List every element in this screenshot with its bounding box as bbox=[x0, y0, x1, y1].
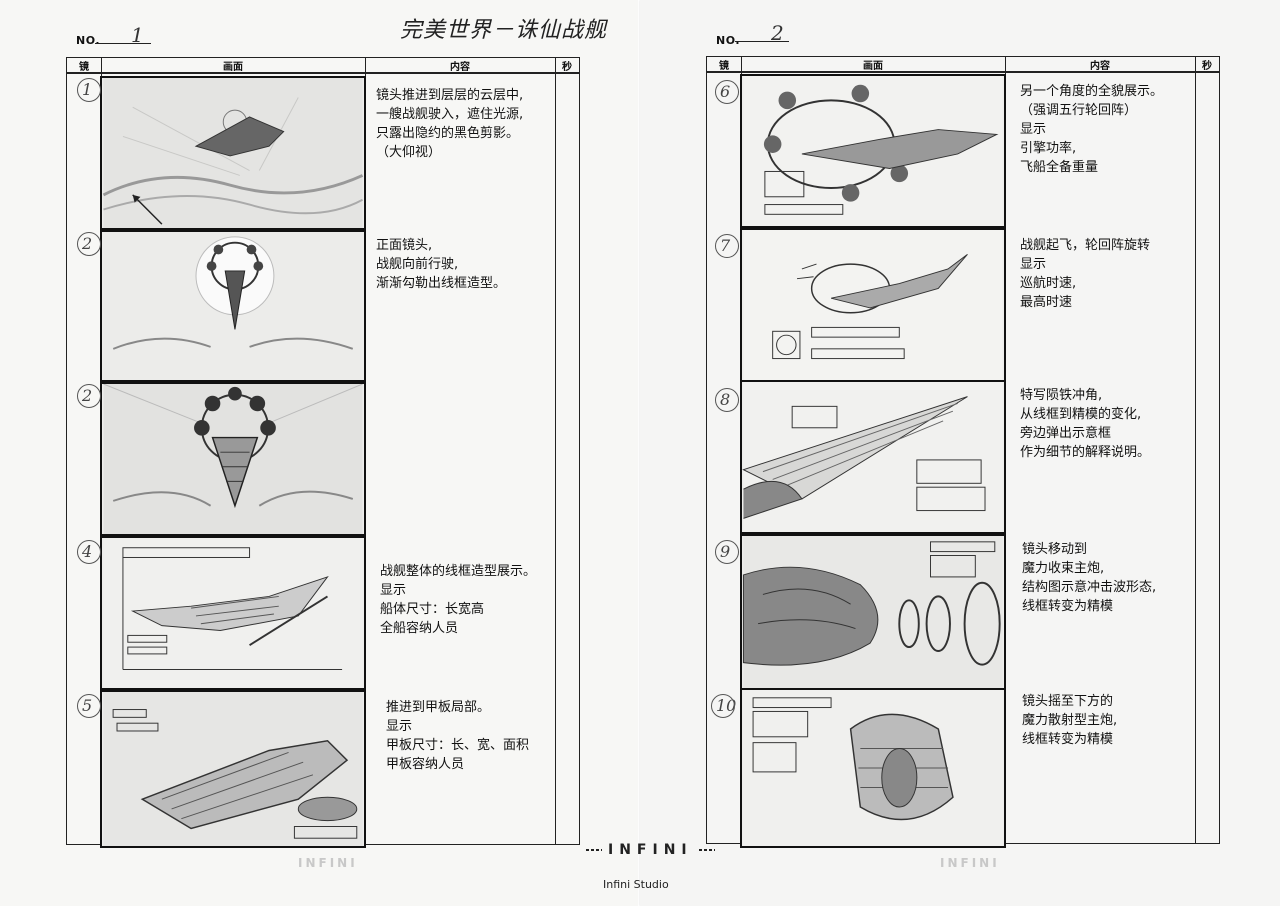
header-image: 画面 bbox=[101, 58, 365, 73]
sheet-number-label: NO. bbox=[716, 34, 740, 47]
shot-1-line: （大仰视） bbox=[376, 145, 442, 160]
watermark-right: INFINI bbox=[940, 856, 1000, 870]
storyboard-panel-3 bbox=[100, 382, 366, 536]
shot-9-line: 魔力收束主炮, bbox=[1022, 561, 1105, 576]
shot-number-10: 10 bbox=[710, 694, 737, 718]
shot-number-3: 2 bbox=[76, 384, 102, 408]
shot-7-line: 显示 bbox=[1020, 257, 1047, 272]
shot-9-line: 结构图示意冲击波形态, bbox=[1022, 580, 1157, 595]
shot-6-line: （强调五行轮回阵） bbox=[1020, 103, 1138, 118]
shot-5-line: 显示 bbox=[386, 719, 413, 734]
shot-2-line: 战舰向前行驶, bbox=[376, 257, 459, 272]
sheet-number-value: 1 bbox=[95, 25, 151, 45]
shot-number-2: 2 bbox=[76, 232, 102, 256]
shot-description-9: 镜头移动到 魔力收束主炮, 结构图示意冲击波形态, 线框转变为精模 bbox=[1022, 540, 1156, 616]
shot-8-line: 从线框到精模的变化, bbox=[1020, 407, 1142, 422]
storyboard-panel-9 bbox=[740, 534, 1006, 690]
sketch-meteor-iron-ram bbox=[742, 382, 1003, 532]
shot-9-line: 线框转变为精模 bbox=[1022, 599, 1114, 614]
shot-8-line: 旁边弹出示意框 bbox=[1020, 426, 1112, 441]
shot-10-line: 魔力散射型主炮, bbox=[1022, 713, 1118, 728]
shot-1-line: 镜头推进到层层的云层中, bbox=[376, 88, 524, 103]
shot-number-5: 5 bbox=[76, 694, 102, 718]
shot-4-line: 全船容纳人员 bbox=[380, 621, 459, 636]
sheet-number-label: NO. bbox=[76, 34, 100, 47]
header-seconds: 秒 bbox=[1195, 57, 1219, 72]
logo-dash-right-icon bbox=[698, 849, 715, 851]
header-shot: 镜 bbox=[707, 57, 741, 72]
shot-5-line: 甲板容纳人员 bbox=[386, 757, 465, 772]
shot-description-5: 推进到甲板局部。 显示 甲板尺寸：长、宽、面积 甲板容纳人员 bbox=[386, 698, 529, 774]
shot-7-line: 巡航时速, bbox=[1020, 276, 1077, 291]
watermark-left: INFINI bbox=[298, 856, 358, 870]
shot-description-4: 战舰整体的线框造型展示。 显示 船体尺寸：长宽高 全船容纳人员 bbox=[380, 562, 536, 638]
header-seconds: 秒 bbox=[555, 58, 579, 73]
shot-6-line: 引擎功率, bbox=[1020, 141, 1077, 156]
sheet-number-value: 2 bbox=[735, 23, 789, 43]
sketch-warship-front-view bbox=[103, 232, 363, 380]
header-content: 内容 bbox=[1005, 57, 1195, 72]
storyboard-panel-6 bbox=[740, 74, 1006, 228]
shot-4-line: 显示 bbox=[380, 583, 407, 598]
shot-7-line: 战舰起飞，轮回阵旋转 bbox=[1020, 238, 1151, 253]
shot-description-7: 战舰起飞，轮回阵旋转 显示 巡航时速, 最高时速 bbox=[1020, 236, 1150, 312]
storyboard-sheet-left: NO. 1 完美世界－诛仙战舰 镜 画面 内容 秒 bbox=[66, 18, 608, 870]
storyboard-panel-5 bbox=[100, 690, 366, 848]
shot-10-line: 镜头摇至下方的 bbox=[1022, 694, 1114, 709]
logo-dash-left-icon bbox=[586, 849, 602, 851]
storyboard-panel-8 bbox=[740, 380, 1006, 534]
sketch-warship-side-wireframe bbox=[103, 538, 363, 688]
shot-8-line: 作为细节的解释说明。 bbox=[1020, 445, 1151, 460]
shot-6-line: 显示 bbox=[1020, 122, 1047, 137]
shot-number-7: 7 bbox=[714, 234, 740, 258]
header-image: 画面 bbox=[741, 57, 1005, 72]
sketch-magic-main-cannon bbox=[742, 536, 1003, 688]
shot-number-9: 9 bbox=[714, 540, 740, 564]
shot-6-line: 飞船全备重量 bbox=[1020, 160, 1099, 175]
shot-2-line: 渐渐勾勒出线框造型。 bbox=[376, 276, 507, 291]
shot-8-line: 特写陨铁冲角, bbox=[1020, 388, 1103, 403]
shot-number-1: 1 bbox=[76, 78, 102, 102]
shot-6-line: 另一个角度的全貌展示。 bbox=[1020, 84, 1164, 99]
shot-5-line: 甲板尺寸：长、宽、面积 bbox=[386, 738, 530, 753]
storyboard-panel-7 bbox=[740, 228, 1006, 382]
storyboard-panel-2 bbox=[100, 230, 366, 382]
sketch-warship-takeoff bbox=[743, 230, 1003, 380]
storyboard-panel-1 bbox=[100, 76, 366, 230]
header-content: 内容 bbox=[365, 58, 555, 73]
storyboard-panel-4 bbox=[100, 536, 366, 690]
storyboard-sheet-right: NO. 2 镜 画面 内容 秒 bbox=[640, 0, 1280, 906]
shot-4-line: 战舰整体的线框造型展示。 bbox=[380, 564, 537, 579]
storyboard-panel-10 bbox=[740, 688, 1006, 848]
sketch-scatter-cannon bbox=[743, 690, 1003, 846]
studio-name: Infini Studio bbox=[603, 878, 669, 891]
shot-description-10: 镜头摇至下方的 魔力散射型主炮, 线框转变为精模 bbox=[1022, 692, 1117, 749]
sketch-deck-closeup bbox=[103, 692, 363, 846]
shot-description-2: 正面镜头, 战舰向前行驶, 渐渐勾勒出线框造型。 bbox=[376, 236, 506, 293]
header-shot: 镜 bbox=[67, 58, 101, 73]
shot-7-line: 最高时速 bbox=[1020, 295, 1073, 310]
shot-1-line: 只露出隐约的黑色剪影。 bbox=[376, 126, 520, 141]
shot-number-6: 6 bbox=[714, 80, 740, 104]
shot-4-line: 船体尺寸：长宽高 bbox=[380, 602, 485, 617]
shot-number-4: 4 bbox=[76, 540, 102, 564]
sketch-warship-full-view bbox=[743, 76, 1003, 226]
shot-description-8: 特写陨铁冲角, 从线框到精模的变化, 旁边弹出示意框 作为细节的解释说明。 bbox=[1020, 386, 1150, 462]
logo-wordmark: INFINI bbox=[608, 842, 693, 858]
sheet-title: 完美世界－诛仙战舰 bbox=[400, 18, 608, 43]
shot-9-line: 镜头移动到 bbox=[1022, 542, 1088, 557]
shot-2-line: 正面镜头, bbox=[376, 238, 433, 253]
shot-description-6: 另一个角度的全貌展示。 （强调五行轮回阵） 显示 引擎功率, 飞船全备重量 bbox=[1020, 82, 1163, 177]
shot-1-line: 一艘战舰驶入，遮住光源, bbox=[376, 107, 524, 122]
shot-description-1: 镜头推进到层层的云层中, 一艘战舰驶入，遮住光源, 只露出隐约的黑色剪影。 （大… bbox=[376, 86, 523, 162]
studio-logo-mark: INFINI bbox=[586, 842, 715, 858]
sketch-warship-silhouette bbox=[102, 78, 364, 228]
shot-5-line: 推进到甲板局部。 bbox=[386, 700, 491, 715]
sketch-warship-wireframe-front bbox=[103, 384, 363, 534]
shot-10-line: 线框转变为精模 bbox=[1022, 732, 1114, 747]
shot-number-8: 8 bbox=[714, 388, 740, 412]
